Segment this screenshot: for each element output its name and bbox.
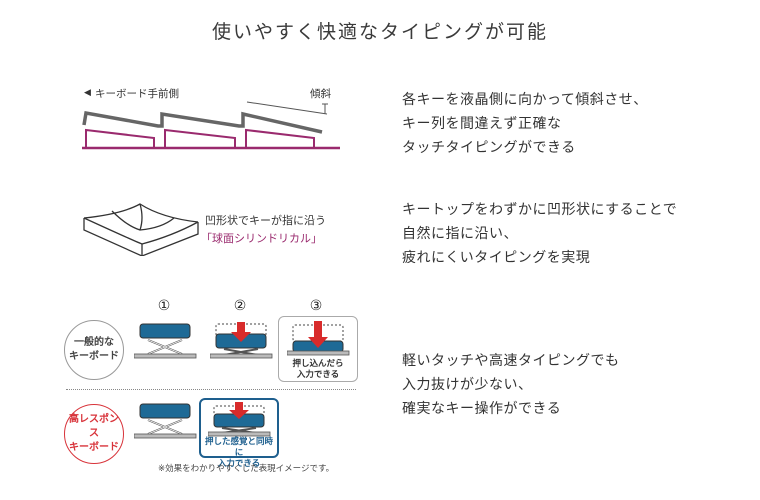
concave-keytop-icon <box>83 203 199 256</box>
tilt-keys-graphic <box>82 101 340 150</box>
step-2-label: ② <box>233 298 247 314</box>
illustration-note: ※効果をわかりやすくした表現イメージです。 <box>158 464 335 474</box>
spherical-cylindrical-label: 「球面シリンドリカル」 <box>201 232 322 245</box>
general-keyboard-badge: 一般的な キーボード <box>64 320 124 380</box>
concave-caption: 凹形状でキーが指に沿う <box>205 214 326 227</box>
key-high-response-pressing-icon <box>208 402 271 437</box>
step-1-label: ① <box>157 298 171 314</box>
page-title: 使いやすく快適なタイピングが可能 <box>211 21 548 43</box>
dotted-divider <box>66 389 356 390</box>
description-tilt: 各キーを液晶側に向かって傾斜させ、 キー列を間違えず正確な タッチタイピングがで… <box>402 92 648 156</box>
description-response: 軽いタッチや高速タイピングでも 入力抜けが少ない、 確実なキー操作ができる <box>402 353 620 417</box>
step-3-label: ③ <box>309 298 323 314</box>
front-side-label: キーボード手前側 <box>95 88 179 100</box>
high-response-badge: 高レスポンス キーボード <box>64 404 124 464</box>
key-resting-icon <box>134 323 197 359</box>
high-response-caption: 押した感覚と同時に 入力できる <box>204 437 273 469</box>
key-high-response-resting-icon <box>134 403 197 439</box>
tilt-diagram: ◀ キーボード手前側 傾斜 <box>82 86 342 156</box>
description-concave: キートップをわずかに凹形状にすることで 自然に指に沿い、 疲れにくいタイピングを… <box>402 202 678 266</box>
key-bottomed-icon <box>287 321 350 356</box>
high-response-box: 押した感覚と同時に 入力できる <box>199 398 279 469</box>
tilt-label: 傾斜 <box>310 88 331 100</box>
key-pressing-icon <box>210 322 273 359</box>
left-triangle-icon: ◀ <box>84 88 91 98</box>
step-3-caption: 押し込んだら 入力できる <box>292 359 344 380</box>
step-3-box: 押し込んだら 入力できる <box>278 316 358 382</box>
